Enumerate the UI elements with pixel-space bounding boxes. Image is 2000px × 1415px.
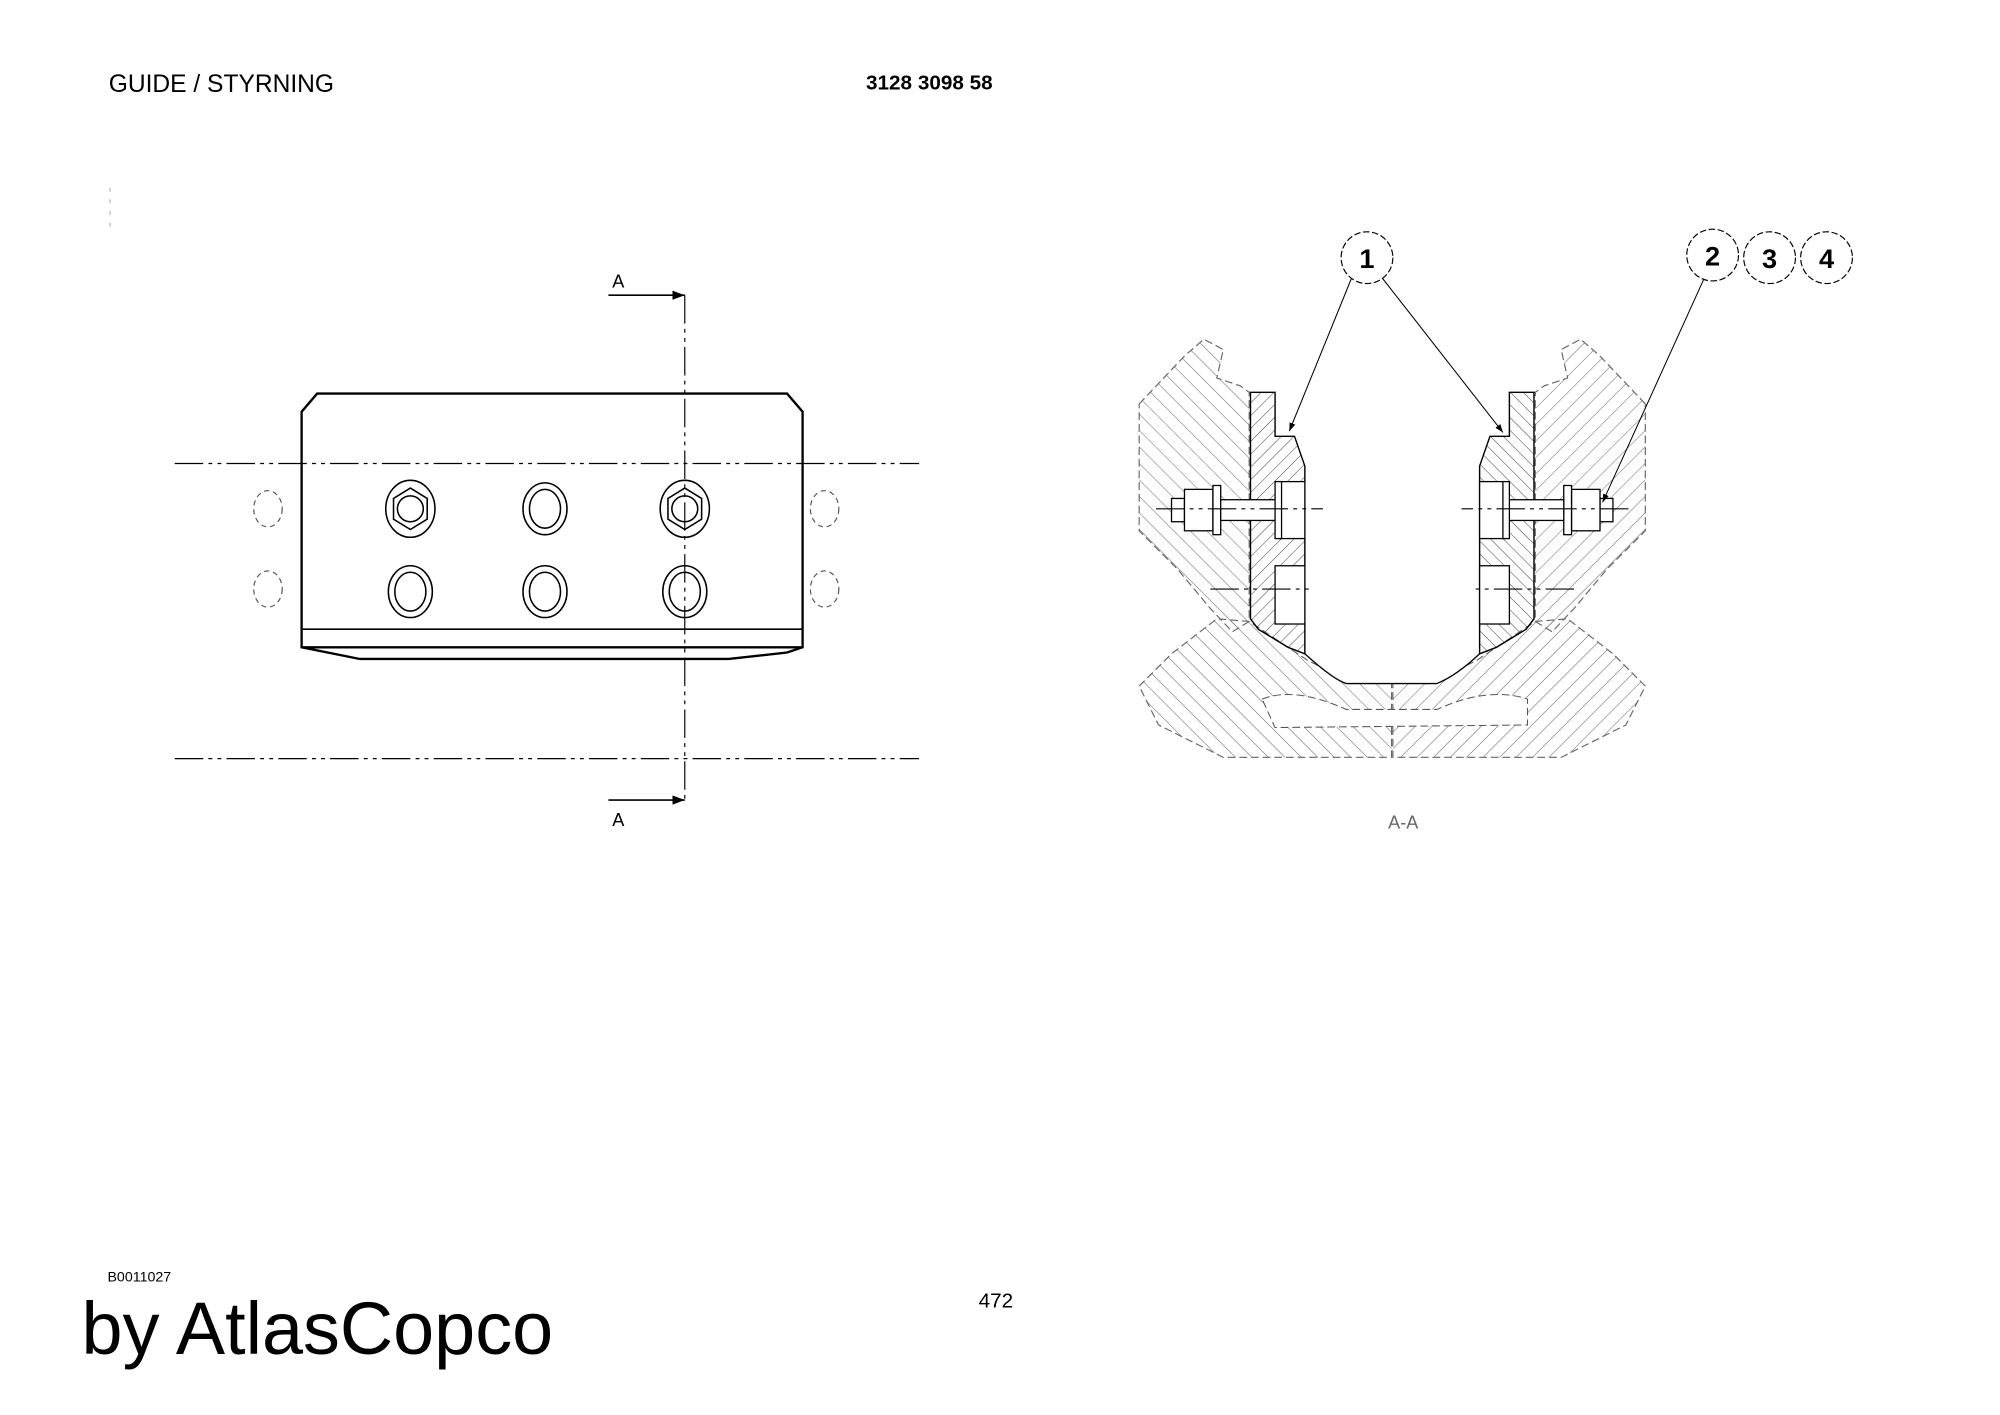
hidden-hole — [253, 490, 283, 528]
bolt-hole-nut — [659, 479, 711, 539]
leader-line — [1288, 278, 1352, 432]
svg-text:4: 4 — [1819, 243, 1834, 274]
balloon-1: 1 — [1340, 231, 1394, 285]
section-view-label: A-A — [1388, 813, 1419, 833]
part-number: 3128 3098 58 — [866, 71, 993, 94]
drawing-code: B0011027 — [107, 1270, 171, 1286]
bolt — [1478, 480, 1614, 540]
hidden-hole — [809, 570, 840, 608]
bolt-hole-nut — [384, 479, 436, 539]
section-view: 1 2 3 4 A-A — [1138, 228, 1854, 833]
page-title: GUIDE / STYRNING — [109, 71, 334, 98]
page-number: 472 — [979, 1290, 1014, 1313]
hidden-hole — [809, 490, 840, 528]
bolt-hole — [522, 564, 568, 619]
leader-line — [1602, 279, 1705, 503]
leader-line — [1382, 278, 1504, 433]
svg-text:2: 2 — [1705, 240, 1720, 271]
bolt-hole — [522, 482, 568, 536]
svg-text:3: 3 — [1762, 243, 1777, 274]
bolt — [1170, 480, 1306, 540]
section-label-top: A — [612, 271, 625, 291]
section-half-left — [1138, 338, 1393, 758]
rail-channel — [1304, 653, 1481, 685]
section-half-right — [1392, 338, 1647, 758]
balloon-3: 3 — [1743, 231, 1797, 285]
section-label-bottom: A — [612, 810, 625, 830]
plan-view: A A — [174, 271, 920, 830]
brand-logo-text: by AtlasCopco — [82, 1287, 554, 1370]
guide-plate-outline — [300, 392, 804, 661]
balloon-4: 4 — [1800, 231, 1854, 285]
bolt-hole — [662, 564, 708, 619]
bolt-hole — [387, 564, 434, 619]
svg-text:1: 1 — [1359, 243, 1374, 274]
balloon-2: 2 — [1686, 228, 1740, 282]
hidden-hole — [253, 570, 283, 608]
